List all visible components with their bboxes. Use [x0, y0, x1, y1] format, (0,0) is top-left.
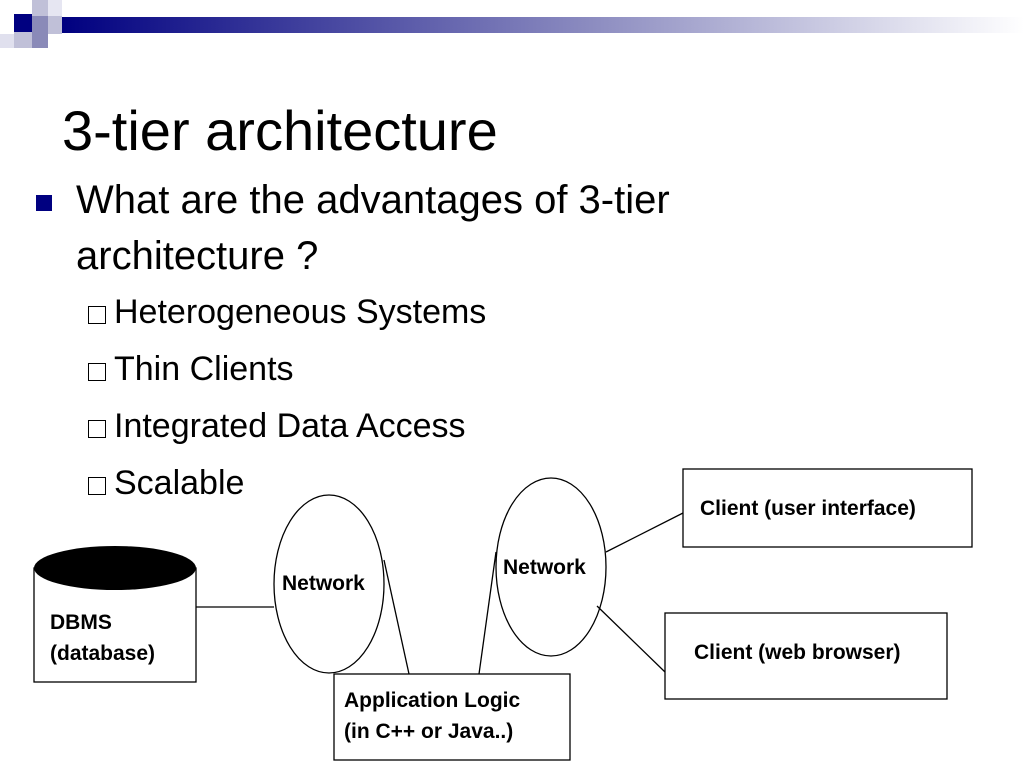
network-ellipse-left	[273, 494, 385, 674]
hollow-square-bullet-icon	[88, 477, 106, 495]
client-ui-label: Client (user interface)	[700, 497, 916, 520]
connector-network-client-ui	[605, 512, 684, 553]
dbms-label-line2: (database)	[50, 642, 156, 665]
main-bullet-text: What are the advantages of 3-tier archit…	[76, 178, 670, 278]
sub-bullet: Thin Clients	[88, 349, 294, 389]
client-ui-box	[682, 468, 973, 548]
app-logic-box	[333, 673, 571, 761]
sub-bullet-text: Integrated Data Access	[114, 407, 466, 445]
sub-bullet: Integrated Data Access	[88, 406, 466, 446]
square-bullet-icon	[36, 195, 52, 211]
connector-network-app-left	[383, 559, 410, 675]
connector-app-network-right	[478, 551, 497, 675]
sub-bullet: Scalable	[88, 463, 244, 503]
network-ellipse-right	[495, 477, 607, 657]
app-logic-label-line1: Application Logic	[344, 689, 521, 712]
network-label-left: Network	[282, 572, 365, 595]
network-label-right: Network	[503, 556, 586, 579]
main-bullet: What are the advantages of 3-tier archit…	[36, 172, 800, 284]
hollow-square-bullet-icon	[88, 420, 106, 438]
hollow-square-bullet-icon	[88, 306, 106, 324]
sub-bullet-text: Scalable	[114, 464, 245, 502]
slide-title: 3-tier architecture	[62, 99, 498, 162]
client-web-box	[664, 612, 948, 700]
header-decoration	[0, 0, 1024, 48]
client-web-label: Client (web browser)	[694, 641, 901, 664]
hollow-square-bullet-icon	[88, 363, 106, 381]
sub-bullet-text: Heterogeneous Systems	[114, 293, 487, 331]
connector-network-client-web	[596, 605, 666, 673]
sub-bullet-text: Thin Clients	[114, 350, 294, 388]
dbms-cylinder	[33, 546, 197, 683]
app-logic-label-line2: (in C++ or Java..)	[344, 720, 514, 743]
dbms-label-line1: DBMS	[50, 611, 112, 634]
sub-bullet: Heterogeneous Systems	[88, 292, 486, 332]
